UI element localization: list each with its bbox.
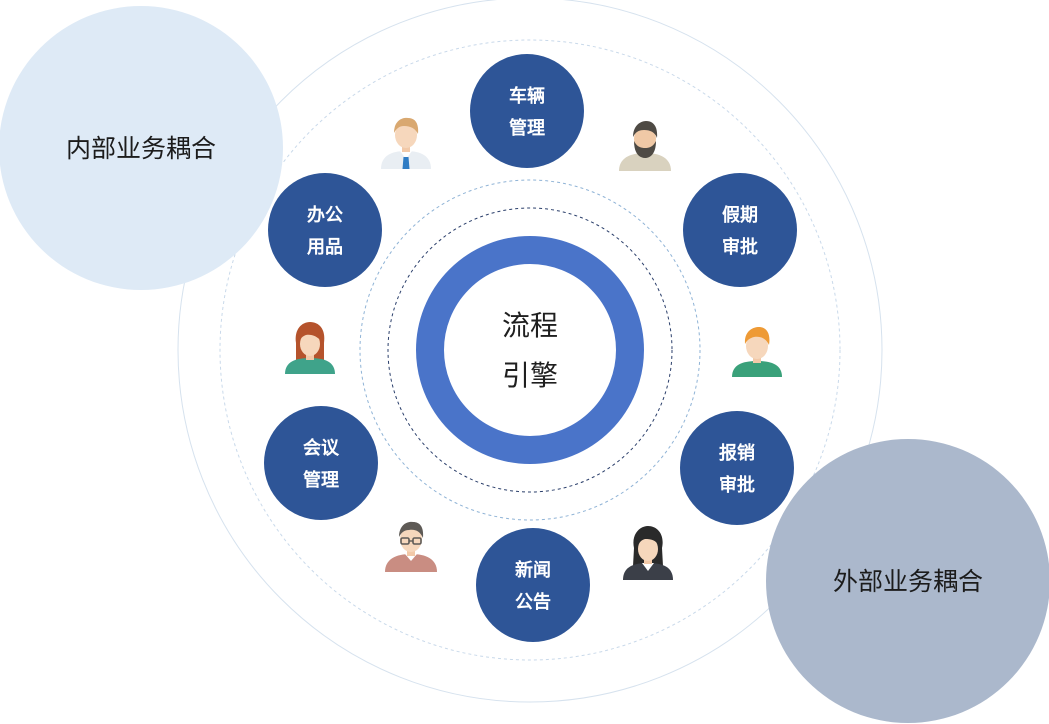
module-expense-line2: 审批 <box>719 474 755 496</box>
businesswoman-avatar-icon <box>623 526 673 580</box>
module-leave-line1: 假期 <box>722 204 758 226</box>
module-vehicle: 车辆 管理 <box>470 54 584 168</box>
module-office-circle <box>268 173 382 287</box>
module-vehicle-line2: 管理 <box>509 117 545 139</box>
module-meeting: 会议 管理 <box>264 406 378 520</box>
internal-coupling-circle <box>0 6 283 290</box>
module-expense-line1: 报销 <box>719 442 755 464</box>
module-meeting-line1: 会议 <box>303 437 340 459</box>
woman-avatar-icon <box>285 322 335 374</box>
engine-label-line1: 流程 <box>502 309 558 342</box>
module-office-line2: 用品 <box>307 237 343 258</box>
module-news-line1: 新闻 <box>515 559 551 581</box>
guide-rings <box>177 0 883 703</box>
young-man-avatar-icon <box>732 327 782 377</box>
module-news-circle <box>476 528 590 642</box>
external-coupling-label: 外部业务耦合 <box>833 567 983 596</box>
engine-ring <box>416 236 644 464</box>
module-leave-line2: 审批 <box>722 236 758 258</box>
internal-coupling-bubble: 内部业务耦合 <box>0 6 283 290</box>
module-office: 办公 用品 <box>268 173 382 287</box>
inner-guide-ring <box>359 179 701 521</box>
man-with-glasses-avatar-icon <box>385 521 437 572</box>
bearded-man-avatar-icon <box>619 121 671 171</box>
module-news-line2: 公告 <box>515 591 551 613</box>
man-with-tie-avatar-icon <box>381 117 431 169</box>
middle-guide-ring <box>219 39 841 661</box>
engine-label-line2: 引擎 <box>502 359 558 392</box>
outer-guide-ring <box>177 0 883 703</box>
external-coupling-circle <box>766 439 1049 723</box>
module-leave-circle <box>683 173 797 287</box>
external-coupling-bubble: 外部业务耦合 <box>766 439 1049 723</box>
module-meeting-circle <box>264 406 378 520</box>
module-vehicle-line1: 车辆 <box>509 85 545 107</box>
module-office-line1: 办公 <box>307 204 343 226</box>
module-leave: 假期 审批 <box>683 173 797 287</box>
module-expense: 报销 审批 <box>680 411 794 525</box>
module-meeting-line2: 管理 <box>303 469 339 491</box>
engine-dashed-ring <box>387 207 673 493</box>
module-expense-circle <box>680 411 794 525</box>
process-engine: 流程 引擎 <box>416 236 644 464</box>
module-vehicle-circle <box>470 54 584 168</box>
module-news: 新闻 公告 <box>476 528 590 642</box>
internal-coupling-label: 内部业务耦合 <box>66 134 216 163</box>
